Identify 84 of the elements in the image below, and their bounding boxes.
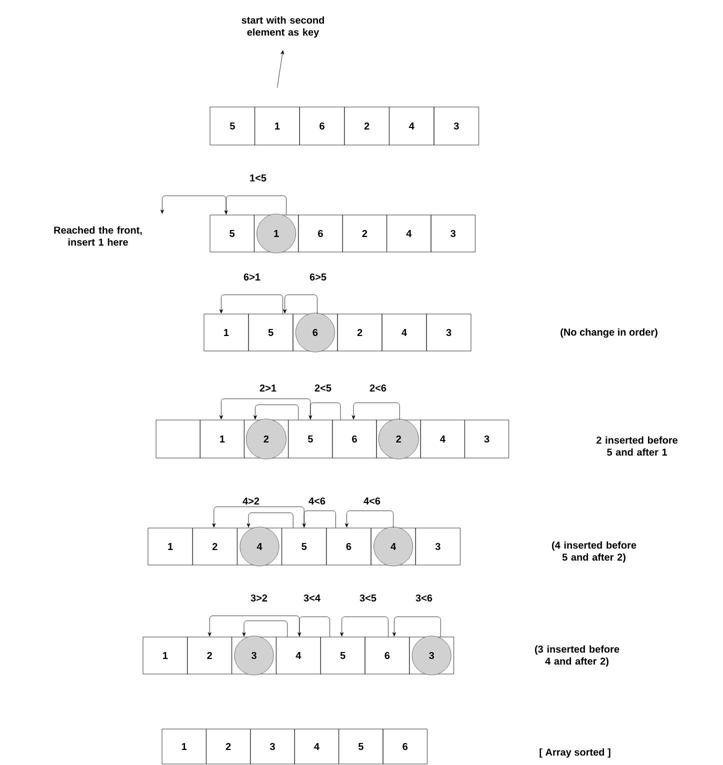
edge-label: 3>2 <box>250 593 268 603</box>
arrow <box>392 616 441 637</box>
highlighted-cell: 2 <box>244 418 288 460</box>
array-cell: 6 <box>299 106 345 146</box>
edge-label: 4<6 <box>362 496 382 506</box>
array-cell: 4 <box>382 314 427 352</box>
array-cell: 6 <box>298 214 343 252</box>
array-cell: 4 <box>294 728 339 764</box>
array-cell: 2 <box>206 728 251 764</box>
array-cell: 6 <box>326 528 372 566</box>
array-cell: 3 <box>430 214 476 252</box>
array-cell: 5 <box>338 728 384 764</box>
array-cell: 3 <box>415 528 460 566</box>
arrow <box>277 50 284 88</box>
edge-label: 2<5 <box>314 383 332 393</box>
array-cell: 5 <box>320 636 366 674</box>
arrow <box>298 616 330 637</box>
array-cell: 1 <box>142 636 188 674</box>
arrow <box>253 404 299 420</box>
array-cell: 3 <box>250 728 295 764</box>
array-cell: 1 <box>200 420 244 458</box>
highlighted-cell: 3 <box>409 636 454 676</box>
array-cell: 2 <box>192 528 238 566</box>
note-text: (4 inserted before 5 and after 2) <box>552 541 636 563</box>
annotation-text: start with second element as key <box>242 16 324 38</box>
empty-cell <box>156 420 200 458</box>
highlighted-cell: 2 <box>376 418 421 460</box>
array-cell: 4 <box>276 636 321 674</box>
edge-label: 1<5 <box>248 174 268 182</box>
edge-label: 6>1 <box>242 272 262 282</box>
arrow <box>212 506 304 528</box>
highlighted-cell: 3 <box>232 636 276 676</box>
edge-label: 4>2 <box>242 496 260 506</box>
array-cell: 2 <box>342 214 387 252</box>
arrow <box>246 512 294 528</box>
note-text: [ Array sorted ] <box>540 748 610 758</box>
highlighted-cell: 6 <box>292 312 338 352</box>
array-cell: 6 <box>332 420 377 458</box>
note-text: (3 inserted before 4 and after 2) <box>535 645 620 667</box>
array-cell: 3 <box>434 106 479 146</box>
arrow <box>224 196 286 215</box>
arrow <box>208 616 300 637</box>
arrow <box>308 402 341 420</box>
arrow <box>219 398 311 420</box>
array-cell: 1 <box>162 728 206 764</box>
arrow <box>219 294 283 314</box>
edge-label: 6>5 <box>308 272 328 282</box>
arrow <box>242 620 288 637</box>
array-cell: 5 <box>210 106 255 146</box>
arrow <box>160 196 226 215</box>
array-cell: 3 <box>426 314 472 352</box>
note-text: 2 inserted before 5 and after 1 <box>596 436 678 456</box>
array-cell: 5 <box>282 528 327 566</box>
array-cell: 1 <box>254 106 300 146</box>
edge-label: 3<6 <box>414 593 434 603</box>
array-cell: 5 <box>248 314 294 352</box>
highlighted-cell: 4 <box>237 526 282 566</box>
array-cell: 1 <box>204 314 249 352</box>
arrow <box>344 510 394 528</box>
array-cell: 4 <box>389 106 434 146</box>
array-cell: 6 <box>364 636 410 674</box>
edge-label: 2<6 <box>368 383 388 393</box>
array-cell: 4 <box>420 420 465 458</box>
array-cell: 5 <box>210 214 254 252</box>
annotation-text: Reached the front, insert 1 here <box>54 226 142 246</box>
edge-label: 3<5 <box>358 593 378 603</box>
array-cell: 2 <box>187 636 232 674</box>
arrow <box>340 616 388 637</box>
array-cell: 4 <box>386 214 432 252</box>
edge-label: 2>1 <box>258 384 278 392</box>
array-cell: 3 <box>464 420 509 458</box>
edge-label: 4<6 <box>308 496 326 506</box>
array-cell: 2 <box>337 314 382 352</box>
arrow <box>302 510 336 528</box>
highlighted-cell: 4 <box>370 526 416 566</box>
array-cell: 5 <box>288 420 333 458</box>
highlighted-cell: 1 <box>254 214 299 254</box>
arrow <box>352 402 400 420</box>
arrow <box>283 294 318 314</box>
array-cell: 6 <box>382 728 428 764</box>
array-cell: 2 <box>344 106 390 146</box>
array-cell: 1 <box>148 528 193 566</box>
edge-label: 3<4 <box>302 593 322 603</box>
note-text: (No change in order) <box>560 328 658 338</box>
